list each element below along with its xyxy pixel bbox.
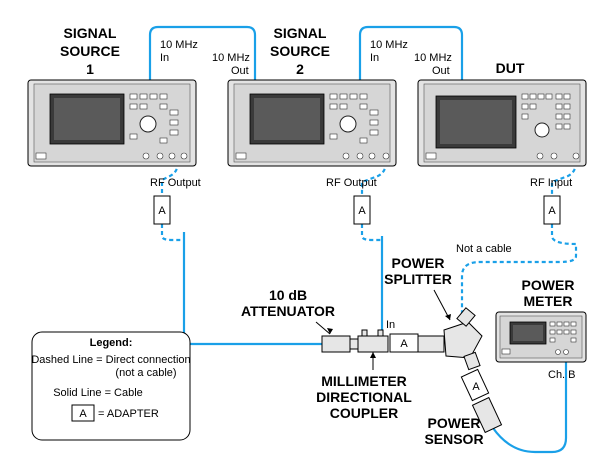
sensor-adapter bbox=[460, 368, 490, 402]
directional-coupler bbox=[357, 335, 389, 353]
sensor-adapter-label: A bbox=[472, 381, 480, 393]
power-splitter bbox=[443, 307, 483, 371]
source1-adapter-link-2 bbox=[160, 224, 184, 242]
source1-adapter-label: A bbox=[158, 205, 166, 217]
legend-dashed-line1: Dashed Line = Direct connection bbox=[31, 354, 190, 366]
source2-title-line1: SIGNAL bbox=[274, 25, 327, 41]
power-sensor bbox=[471, 396, 503, 434]
legend-solid: Solid Line = Cable bbox=[53, 387, 143, 399]
coupler-label-line1: MILLIMETER bbox=[321, 373, 407, 389]
coupler-in-label: In bbox=[386, 319, 395, 331]
dut-adapter-label: A bbox=[548, 205, 556, 217]
sensor-label-line1: POWER bbox=[428, 415, 481, 431]
legend-adapter-text: = ADAPTER bbox=[98, 408, 159, 420]
source2-rf-output-label: RF Output bbox=[326, 177, 377, 189]
source1-10mhz-out-label: 10 MHz bbox=[212, 52, 250, 64]
source2-adapter bbox=[353, 195, 371, 225]
source2-out-label: Out bbox=[432, 65, 450, 77]
sensor-label-line2: SENSOR bbox=[424, 431, 483, 447]
dut-adapter bbox=[543, 195, 561, 225]
coupler-label-line3: COUPLER bbox=[330, 405, 398, 421]
power-meter-instrument bbox=[495, 311, 587, 363]
legend-adapter-letter: A bbox=[79, 408, 87, 420]
ref-cable-1 bbox=[148, 25, 257, 80]
source2-adapter-label: A bbox=[358, 205, 366, 217]
source1-title-line3: 1 bbox=[86, 61, 94, 77]
signal-source-2-instrument bbox=[227, 79, 397, 167]
splitter-label-line2: SPLITTER bbox=[384, 271, 452, 287]
source2-title-line2: SOURCE bbox=[270, 43, 330, 59]
source2-title-line3: 2 bbox=[296, 61, 304, 77]
source1-title-line1: SIGNAL bbox=[64, 25, 117, 41]
coupler-label-line2: DIRECTIONAL bbox=[316, 389, 412, 405]
source1-rf-output-label: RF Output bbox=[150, 177, 201, 189]
legend-adapter-symbol bbox=[71, 404, 95, 422]
source2-in-label: In bbox=[370, 52, 379, 64]
source1-in-label: In bbox=[160, 52, 169, 64]
attenuator-label-line2: ATTENUATOR bbox=[241, 303, 335, 319]
source2-10mhz-label: 10 MHz bbox=[370, 39, 408, 51]
legend-dashed-line2: (not a cable) bbox=[115, 367, 176, 379]
source2-10mhz-out-label: 10 MHz bbox=[414, 52, 452, 64]
dut-instrument bbox=[417, 79, 587, 167]
attenuator-label-line1: 10 dB bbox=[269, 287, 307, 303]
source1-adapter bbox=[153, 195, 171, 225]
splitter-pointer bbox=[433, 289, 451, 321]
ref-cable-2 bbox=[358, 25, 464, 80]
dut-to-splitter-link bbox=[460, 224, 578, 318]
power-meter-title-line2: METER bbox=[524, 293, 573, 309]
dut-rf-input-label: RF Input bbox=[530, 177, 572, 189]
legend: Legend: Dashed Line = Direct connection … bbox=[31, 331, 191, 441]
dut-title: DUT bbox=[496, 60, 525, 76]
source1-10mhz-label: 10 MHz bbox=[160, 39, 198, 51]
attenuator-pointer bbox=[315, 321, 331, 335]
source1-title-line2: SOURCE bbox=[60, 43, 120, 59]
sensor-to-meter-cable bbox=[492, 362, 568, 454]
attenuator bbox=[321, 335, 351, 353]
not-a-cable-label: Not a cable bbox=[456, 243, 512, 255]
signal-source-1-instrument bbox=[27, 79, 197, 167]
source2-adapter-link-2 bbox=[360, 224, 382, 242]
power-meter-channel-label: Ch. B bbox=[548, 369, 576, 381]
splitter-label-line1: POWER bbox=[392, 255, 445, 271]
power-meter-title-line1: POWER bbox=[522, 277, 575, 293]
legend-title: Legend: bbox=[90, 337, 133, 349]
chain-adapter-label: A bbox=[400, 338, 408, 350]
source1-out-label: Out bbox=[231, 65, 249, 77]
